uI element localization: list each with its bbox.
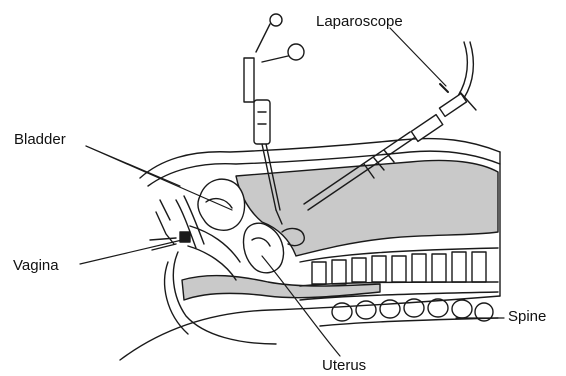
label-spine: Spine	[508, 309, 546, 324]
label-uterus: Uterus	[322, 358, 366, 373]
label-laparoscope: Laparoscope	[316, 14, 403, 29]
label-bladder: Bladder	[14, 132, 66, 147]
label-vagina: Vagina	[13, 258, 59, 273]
vaginal-instrument	[150, 232, 190, 250]
